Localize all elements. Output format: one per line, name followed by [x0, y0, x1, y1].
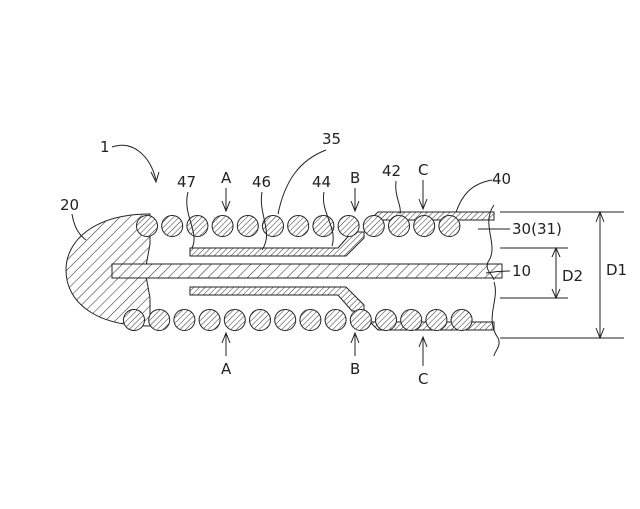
label-a-top: A	[221, 169, 232, 187]
coil-turn	[414, 216, 435, 237]
coil-turn	[401, 310, 422, 331]
label-c-bottom: C	[418, 370, 428, 388]
coil-turn	[224, 310, 245, 331]
label-assembly: 1	[100, 138, 110, 156]
label-tip: 20	[60, 196, 79, 214]
coil-turn	[363, 216, 384, 237]
coil-turn	[426, 310, 447, 331]
coil-turn	[174, 310, 195, 331]
coil-turn	[325, 310, 346, 331]
label-47: 47	[177, 173, 196, 191]
inner-tube-bottom	[190, 287, 364, 311]
break-line-lower	[492, 282, 499, 356]
coil-turn	[162, 216, 183, 237]
label-a-bottom: A	[221, 360, 232, 378]
coil-turn	[439, 216, 460, 237]
core-wire	[112, 264, 502, 278]
coil-turn	[376, 310, 397, 331]
coil-turn	[275, 310, 296, 331]
coil-turn	[212, 216, 233, 237]
label-42: 42	[382, 162, 401, 180]
coil-turn	[149, 310, 170, 331]
label-30-31: 30(31)	[512, 220, 562, 238]
label-d2: D2	[562, 267, 583, 285]
label-c-top: C	[418, 161, 428, 179]
label-46: 46	[252, 173, 271, 191]
leader-assembly	[112, 145, 156, 180]
leader-42	[396, 181, 401, 214]
coil-turn	[237, 216, 258, 237]
label-b-bottom: B	[350, 360, 360, 378]
label-core: 10	[512, 262, 531, 280]
coil-turn	[250, 310, 271, 331]
label-44: 44	[312, 173, 331, 191]
coil-turn	[389, 216, 410, 237]
label-d1: D1	[606, 261, 627, 279]
coil-turn	[124, 310, 145, 331]
label-b-top: B	[350, 169, 360, 187]
label-40: 40	[492, 170, 511, 188]
label-35: 35	[322, 130, 341, 148]
coil-turn	[288, 216, 309, 237]
coil-turn	[137, 216, 158, 237]
coil-turn	[350, 310, 371, 331]
coil-turn	[300, 310, 321, 331]
coil-turn	[199, 310, 220, 331]
coil-turn	[338, 216, 359, 237]
coil-turn	[451, 310, 472, 331]
leader-40	[456, 180, 492, 212]
